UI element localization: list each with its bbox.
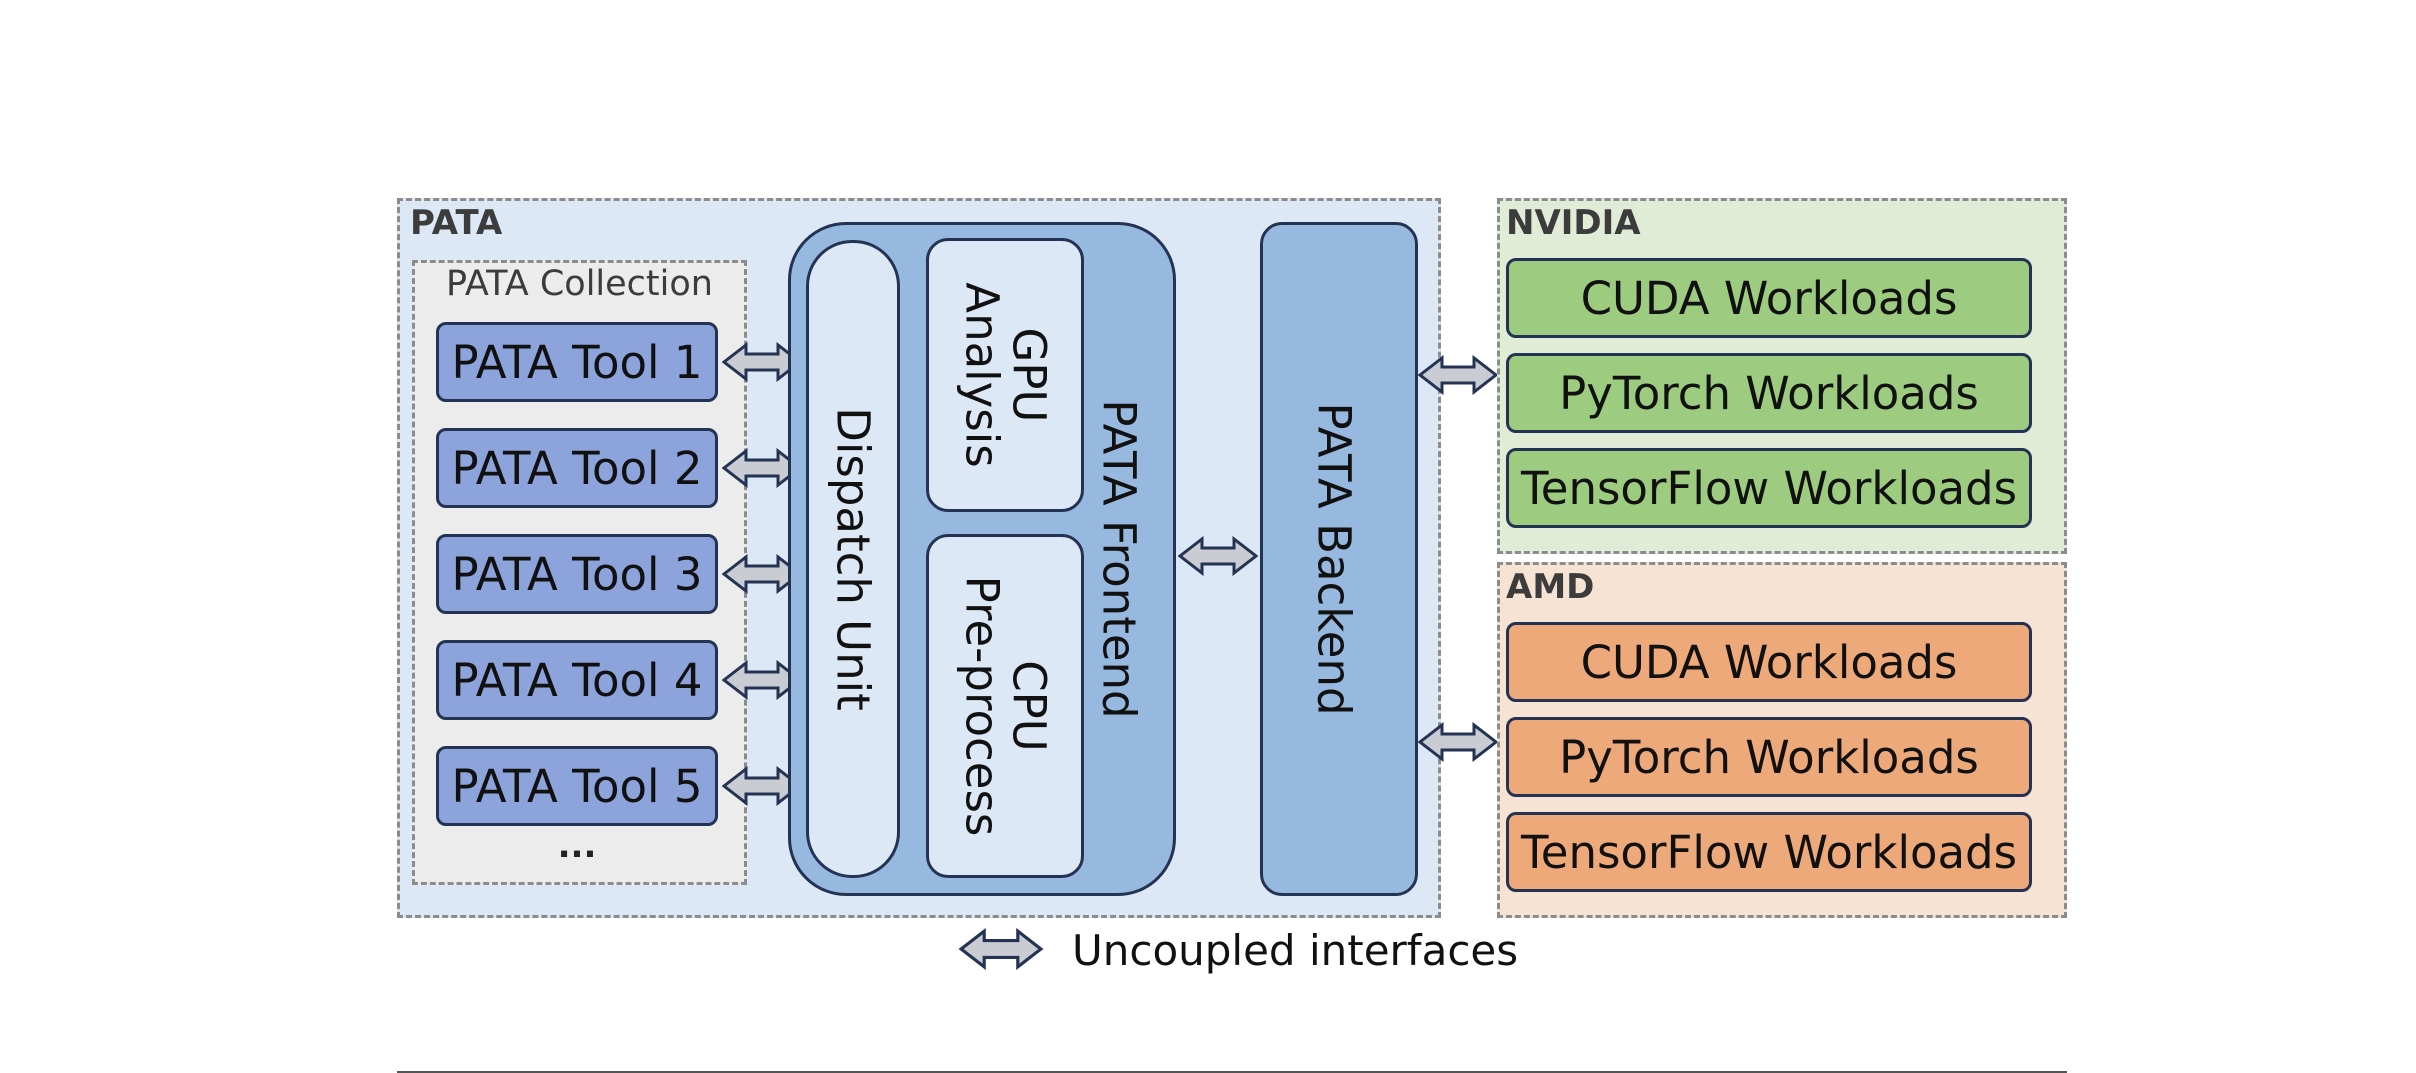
gpu-analysis-line-2: Analysis — [955, 282, 1008, 468]
pata-tool-5: PATA Tool 5 — [436, 746, 718, 826]
pata-tool-1: PATA Tool 1 — [436, 322, 718, 402]
amd-cuda-workloads: CUDA Workloads — [1506, 622, 2032, 702]
cpu-preprocess-label: CPU Pre-process — [955, 575, 1056, 837]
nvidia-pytorch-workloads: PyTorch Workloads — [1506, 353, 2032, 433]
pata-tool-3: PATA Tool 3 — [436, 534, 718, 614]
pata-frontend-label: PATA Frontend — [1092, 399, 1146, 719]
legend-arrow-icon — [958, 928, 1044, 970]
nvidia-label: NVIDIA — [1506, 203, 1641, 243]
pata-collection-label: PATA Collection — [446, 264, 713, 304]
amd-tensorflow-workloads: TensorFlow Workloads — [1506, 812, 2032, 892]
frontend-backend-interface-arrow — [1178, 536, 1258, 576]
pata-backend — [1260, 222, 1418, 896]
amd-label: AMD — [1506, 567, 1595, 607]
pata-backend-label: PATA Backend — [1307, 402, 1361, 716]
amd-pytorch-workloads: PyTorch Workloads — [1506, 717, 2032, 797]
pata-tool-more: ... — [557, 826, 597, 866]
pata-tool-4: PATA Tool 4 — [436, 640, 718, 720]
pata-tool-2: PATA Tool 2 — [436, 428, 718, 508]
gpu-analysis-line-1: GPU — [1002, 327, 1056, 423]
cpu-preprocess-line-1: CPU — [1002, 660, 1056, 752]
backend-nvidia-interface-arrow — [1418, 355, 1498, 395]
gpu-analysis-label: GPU Analysis — [955, 282, 1056, 468]
dispatch-unit-label: Dispatch Unit — [826, 407, 880, 711]
backend-amd-interface-arrow — [1418, 722, 1498, 762]
gpu-analysis — [926, 238, 1084, 512]
nvidia-cuda-workloads: CUDA Workloads — [1506, 258, 2032, 338]
nvidia-tensorflow-workloads: TensorFlow Workloads — [1506, 448, 2032, 528]
pata-label: PATA — [410, 203, 503, 243]
cpu-preprocess — [926, 534, 1084, 878]
cpu-preprocess-line-2: Pre-process — [955, 575, 1008, 837]
legend-label: Uncoupled interfaces — [1072, 926, 1519, 975]
dispatch-unit — [806, 240, 900, 878]
